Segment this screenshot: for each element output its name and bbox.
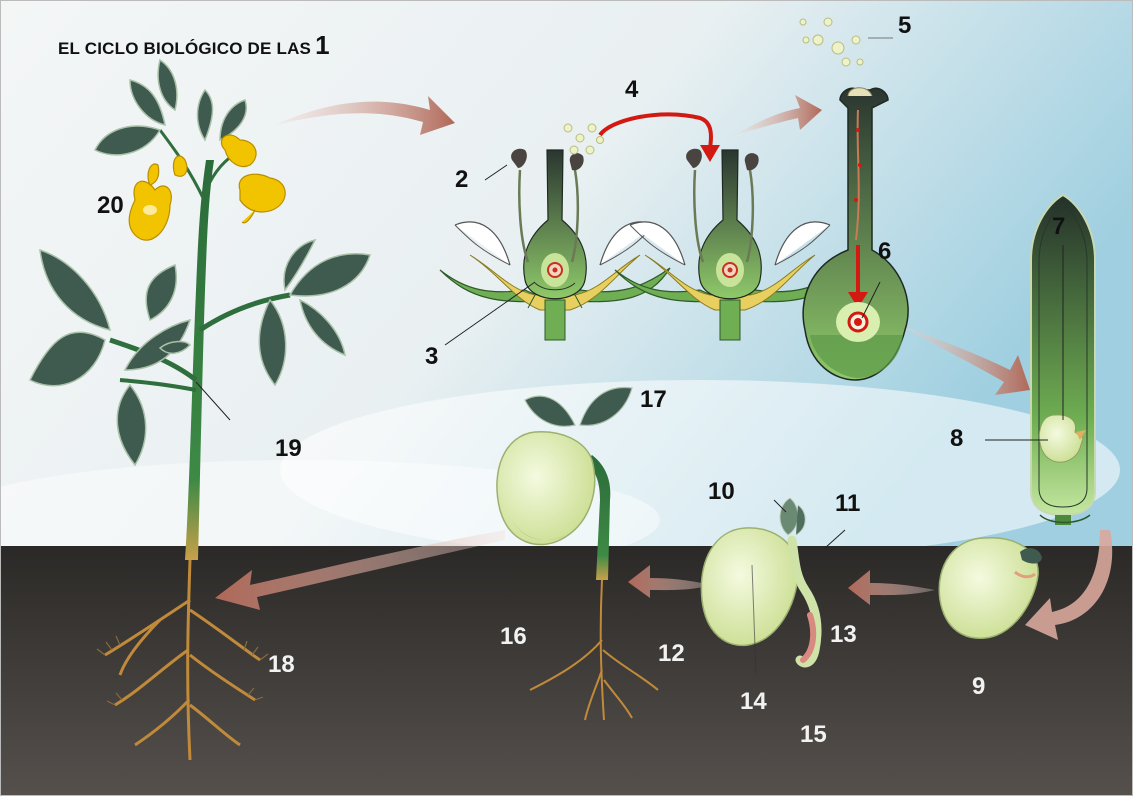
label-6: 6 bbox=[878, 240, 891, 264]
title-number: 1 bbox=[315, 30, 330, 60]
label-11: 11 bbox=[835, 492, 860, 516]
label-19: 19 bbox=[275, 437, 302, 461]
label-16: 16 bbox=[500, 625, 527, 649]
label-3: 3 bbox=[425, 345, 438, 369]
label-10: 10 bbox=[708, 480, 735, 504]
label-18: 18 bbox=[268, 653, 295, 677]
label-5: 5 bbox=[898, 14, 911, 38]
label-13: 13 bbox=[830, 623, 857, 647]
label-4: 4 bbox=[625, 78, 638, 102]
title-text: EL CICLO BIOLÓGICO DE LAS bbox=[58, 39, 311, 58]
label-8: 8 bbox=[950, 427, 963, 451]
label-14: 14 bbox=[740, 690, 767, 714]
label-12: 12 bbox=[658, 642, 685, 666]
label-20: 20 bbox=[97, 194, 124, 218]
label-7: 7 bbox=[1052, 215, 1065, 239]
label-17: 17 bbox=[640, 388, 667, 412]
label-15: 15 bbox=[800, 723, 827, 747]
label-2: 2 bbox=[455, 168, 468, 192]
label-9: 9 bbox=[972, 675, 985, 699]
